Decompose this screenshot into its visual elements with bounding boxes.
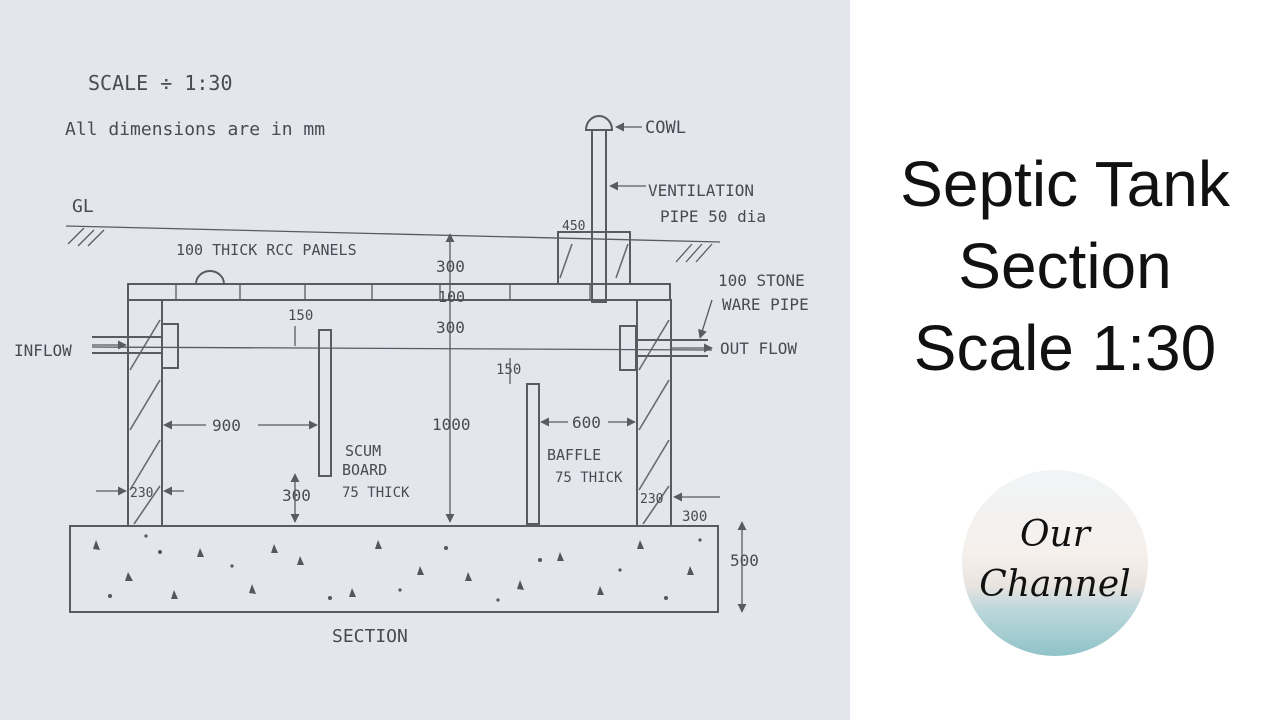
outflow-label: OUT FLOW (720, 339, 797, 358)
ground-hatch-right (675, 243, 713, 263)
dim-600-mask (568, 411, 608, 433)
stone-pipe-label-2: WARE PIPE (722, 295, 809, 314)
ventilation-label-1: VENTILATION (648, 181, 754, 200)
inflow-label: INFLOW (14, 341, 72, 360)
slab-joints (175, 284, 591, 300)
dim-900: 900 (212, 416, 241, 435)
cowl-icon (584, 115, 614, 131)
stone-pipe-label-1: 100 STONE (718, 271, 805, 290)
dim-450: 450 (562, 219, 585, 234)
channel-logo: Our Channel (962, 470, 1148, 656)
inflow-pipe (92, 336, 162, 354)
baffle-label-2: 75 THICK (555, 470, 623, 486)
dim-900-mask (206, 414, 258, 436)
septic-tank-section-drawing: SCALE ÷ 1:30 All dimensions are in mm GL… (14, 71, 809, 647)
ventilation-label-2: PIPE 50 dia (660, 207, 766, 226)
dim-300-bottom: 300 (282, 486, 311, 505)
scum-label-2: BOARD (342, 461, 387, 479)
dim-230-left: 230 (130, 486, 153, 501)
inflow-tee (161, 323, 179, 369)
ground-hatch-left (67, 227, 105, 247)
water-level-line (91, 346, 713, 351)
dim-230-right: 230 (640, 492, 663, 507)
dim-1000: 1000 (432, 415, 471, 434)
outflow-tee (619, 325, 637, 371)
concrete-aggregate (93, 534, 702, 602)
scum-label-1: SCUM (345, 442, 381, 460)
drawing-sheet: SCALE ÷ 1:30 All dimensions are in mm GL… (0, 0, 850, 720)
dim-300-mid: 300 (436, 318, 465, 337)
cowl-label: COWL (645, 118, 686, 138)
dim-300-right: 300 (682, 509, 707, 525)
vent-chamber-hatch (559, 243, 629, 279)
stone-pipe-leader (698, 299, 713, 339)
title-line-1: Septic Tank (900, 148, 1230, 220)
dim-150-right: 150 (496, 362, 521, 378)
dim-150-left: 150 (288, 308, 313, 324)
logo-line-2: Channel (979, 564, 1131, 605)
title-line-3: Scale 1:30 (913, 312, 1217, 384)
ventilation-pipe (591, 129, 607, 303)
scum-board (318, 329, 332, 477)
ground-line (65, 225, 721, 243)
left-wall-hatch (129, 319, 161, 525)
cover-slab (127, 283, 671, 301)
right-wall-hatch (638, 319, 670, 525)
scum-label-3: 75 THICK (342, 485, 410, 501)
rcc-panels-label: 100 THICK RCC PANELS (176, 241, 357, 259)
vent-chamber (557, 231, 631, 285)
baffle-wall (526, 383, 540, 525)
dim-600: 600 (572, 413, 601, 432)
logo-line-1: Our (1020, 514, 1090, 555)
foundation-concrete (69, 525, 719, 613)
dim-100: 100 (438, 288, 465, 306)
section-label: SECTION (332, 626, 408, 647)
outflow-pipe (636, 339, 708, 357)
title-line-2: Section (958, 230, 1172, 302)
dim-500: 500 (730, 551, 759, 570)
units-note: All dimensions are in mm (65, 119, 325, 140)
baffle-label-1: BAFFLE (547, 446, 601, 464)
dim-300-top: 300 (436, 257, 465, 276)
scale-note: SCALE ÷ 1:30 (88, 71, 233, 95)
manhole-cover (195, 270, 225, 285)
gl-label: GL (72, 196, 94, 217)
